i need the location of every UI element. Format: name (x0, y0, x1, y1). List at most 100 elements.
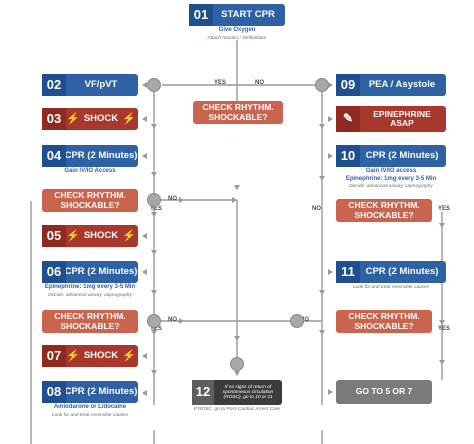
step-number: 05 (42, 225, 66, 247)
lightning-bolt-icon: ⚡ (122, 112, 136, 125)
step-number: 10 (336, 145, 360, 167)
step-12-rosc: 12 If no signs of return of spontaneous … (192, 380, 282, 405)
step-10-note-2: Epinephrine: 1mg every 3-5 Min (345, 175, 437, 182)
lightning-bolt-icon: ⚡ (66, 349, 80, 362)
check-rhythm-left-2: CHECK RHYTHM. SHOCKABLE? (42, 310, 138, 333)
check-rhythm-right-1: CHECK RHYTHM. SHOCKABLE? (336, 199, 432, 222)
arrow-to-05 (142, 233, 147, 239)
step-08-detail: Look for and treat reversible causes (51, 412, 129, 418)
epinephrine-asap: ✎ EPINEPHRINE ASAP (336, 106, 446, 132)
step-label: SHOCK (83, 349, 119, 361)
step-10-detail: Decide: advanced airway, capnography (349, 184, 433, 189)
step-08-note: Amiodarone or Lidocaine (53, 404, 127, 410)
arrow-to-10 (328, 153, 333, 159)
no-label: NO (168, 317, 177, 323)
step-label: SHOCK (83, 112, 119, 124)
check-rhythm-top: CHECK RHYTHM. SHOCKABLE? (193, 101, 283, 124)
check-rhythm-left-1: CHECK RHYTHM. SHOCKABLE? (42, 189, 138, 212)
step-number: 11 (336, 261, 360, 283)
check-rhythm-right-2: CHECK RHYTHM. SHOCKABLE? (336, 310, 432, 333)
step-05-shock: 05 ⚡ SHOCK ⚡ (42, 225, 138, 247)
arrow-to-09 (328, 82, 333, 88)
decision-node-top (147, 78, 161, 92)
step-number: 09 (336, 74, 360, 96)
step-number: 07 (42, 345, 66, 367)
arrow-to-08 (142, 390, 147, 396)
decision-node-top-right (315, 78, 329, 92)
step-01-note: Give Oxygen (218, 27, 256, 33)
step-10-cpr: 10 CPR (2 Minutes) (336, 145, 446, 167)
step-06-cpr: 06 CPR (2 Minutes) (42, 261, 138, 283)
step-label: CPR (2 Minutes) (365, 265, 439, 277)
lightning-bolt-icon: ⚡ (66, 229, 80, 242)
step-01-detail: Attach monitor / Defibrillator (207, 35, 267, 41)
step-number: 04 (42, 145, 66, 167)
no-label: NO (168, 196, 177, 202)
arrow-to-02 (142, 82, 147, 88)
yes-label: YES (150, 206, 163, 212)
yes-label: YES (438, 326, 451, 332)
step-number: 08 (42, 381, 66, 403)
yes-label: YES (150, 326, 163, 332)
step-number: 01 (189, 4, 213, 26)
yes-label: YES (438, 206, 451, 212)
step-01-start-cpr: 01 START CPR (189, 4, 285, 26)
step-01-notes: Give Oxygen Attach monitor / Defibrillat… (182, 27, 292, 41)
step-06-note: Epinephrine: 1mg every 3-5 Min (44, 284, 136, 290)
step-08-cpr: 08 CPR (2 Minutes) (42, 381, 138, 403)
step-12-note: If ROSC, go to Post-Cardiac Arrest Care (194, 407, 280, 412)
decision-node-left-1 (147, 193, 161, 207)
step-04-note: Gain IV/IO Access (64, 168, 116, 174)
step-label: CPR (2 Minutes) (64, 265, 138, 277)
lightning-bolt-icon: ⚡ (122, 229, 136, 242)
step-label: SHOCK (83, 229, 119, 241)
step-11-note: Look for and treat reversible causes (352, 285, 430, 290)
epinephrine-label: EPINEPHRINE ASAP (373, 108, 431, 128)
step-10-notes: Gain IV/IO access Epinephrine: 1mg every… (332, 168, 450, 190)
step-number: 03 (42, 108, 66, 130)
step-06-detail: Decide: advanced airway, capnography (48, 292, 132, 298)
decision-node-right-2 (290, 314, 304, 328)
arrow-to-goto (328, 389, 333, 395)
go-to-5-or-7: GO TO 5 OR 7 (336, 380, 432, 404)
step-11-cpr: 11 CPR (2 Minutes) (336, 261, 446, 283)
step-label: CPR (2 Minutes) (64, 385, 138, 397)
arrow-to-04 (142, 153, 147, 159)
arrow-to-03 (142, 116, 147, 122)
lightning-bolt-icon: ⚡ (122, 349, 136, 362)
step-label: START CPR (221, 8, 275, 20)
no-label: NO (300, 317, 309, 323)
step-03-shock: 03 ⚡ SHOCK ⚡ (42, 108, 138, 130)
step-number: 02 (42, 74, 66, 96)
step-label: CPR (2 Minutes) (64, 149, 138, 161)
lightning-bolt-icon: ⚡ (66, 112, 80, 125)
step-04-notes: Gain IV/IO Access (42, 168, 138, 176)
no-label: NO (312, 206, 321, 212)
decision-node-bottom (230, 357, 244, 371)
step-number: 06 (42, 261, 66, 283)
step-04-cpr: 04 CPR (2 Minutes) (42, 145, 138, 167)
decision-node-left-2 (147, 314, 161, 328)
step-label: CPR (2 Minutes) (365, 149, 439, 161)
step-09-pea-asystole: 09 PEA / Asystole (336, 74, 446, 96)
step-number: 12 (192, 380, 214, 405)
yes-label: YES (214, 80, 227, 86)
step-11-notes: Look for and treat reversible causes (332, 284, 450, 291)
step-08-notes: Amiodarone or Lidocaine Look for and tre… (38, 404, 142, 418)
step-12-notes: If ROSC, go to Post-Cardiac Arrest Care (187, 406, 287, 413)
arrow-to-11 (328, 269, 333, 275)
syringe-icon: ✎ (336, 106, 360, 132)
arrow-to-07 (142, 353, 147, 359)
step-06-notes: Epinephrine: 1mg every 3-5 Min Decide: a… (38, 284, 142, 298)
step-02-vf-pvt: 02 VF/pVT (42, 74, 138, 96)
step-10-note-1: Gain IV/IO access (365, 168, 417, 174)
arrow-to-epi (328, 116, 333, 122)
arrow-to-06 (142, 269, 147, 275)
step-07-shock: 07 ⚡ SHOCK ⚡ (42, 345, 138, 367)
step-label: If no signs of return of spontaneous cir… (222, 384, 274, 401)
no-label: NO (255, 80, 264, 86)
step-label: PEA / Asystole (368, 78, 436, 90)
step-label: VF/pVT (84, 78, 118, 90)
